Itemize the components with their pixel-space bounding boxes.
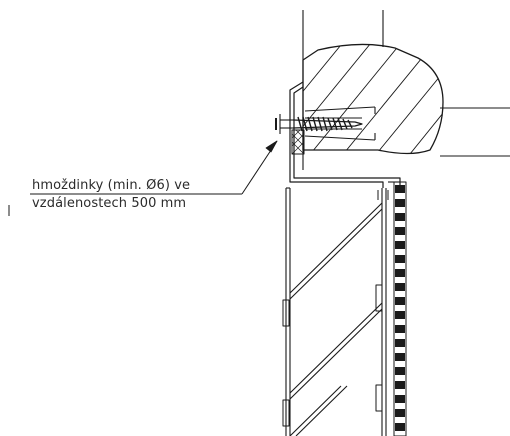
arrow-head-icon	[265, 140, 278, 153]
slat-segment	[395, 199, 405, 207]
slat-segment	[395, 395, 405, 403]
slat-segment	[395, 353, 405, 361]
annotation-line-2: vzdálenostech 500 mm	[32, 196, 187, 211]
slat-segment	[395, 241, 405, 249]
slat-segment	[395, 311, 405, 319]
slat-segment	[395, 325, 405, 333]
lintel-hatching	[303, 44, 443, 154]
diagonal-bracing	[289, 202, 383, 436]
dowel-anchor	[304, 106, 376, 141]
slat-segment	[395, 409, 405, 417]
slat-segment	[395, 423, 405, 431]
slat-segment	[395, 297, 405, 305]
slat-segment	[395, 269, 405, 277]
box-side-walls	[285, 181, 400, 436]
leader-line	[8, 140, 278, 216]
mounting-profile	[289, 81, 401, 188]
slat-segment	[395, 227, 405, 235]
slat-segment	[395, 339, 405, 347]
wall-outline	[302, 10, 510, 170]
slat-segment	[395, 367, 405, 375]
slat-segment	[395, 213, 405, 221]
annotation-line-1: hmoždinky (min. Ø6) ve	[32, 178, 191, 193]
shutter-slats	[393, 181, 407, 436]
lintel-beam	[302, 43, 444, 155]
screw	[275, 114, 363, 134]
slat-segment	[395, 381, 405, 389]
slat-segment	[395, 283, 405, 291]
slat-segment	[395, 185, 405, 193]
slat-segment	[395, 255, 405, 263]
screw-thread	[297, 116, 353, 132]
connector-tabs	[282, 190, 389, 427]
